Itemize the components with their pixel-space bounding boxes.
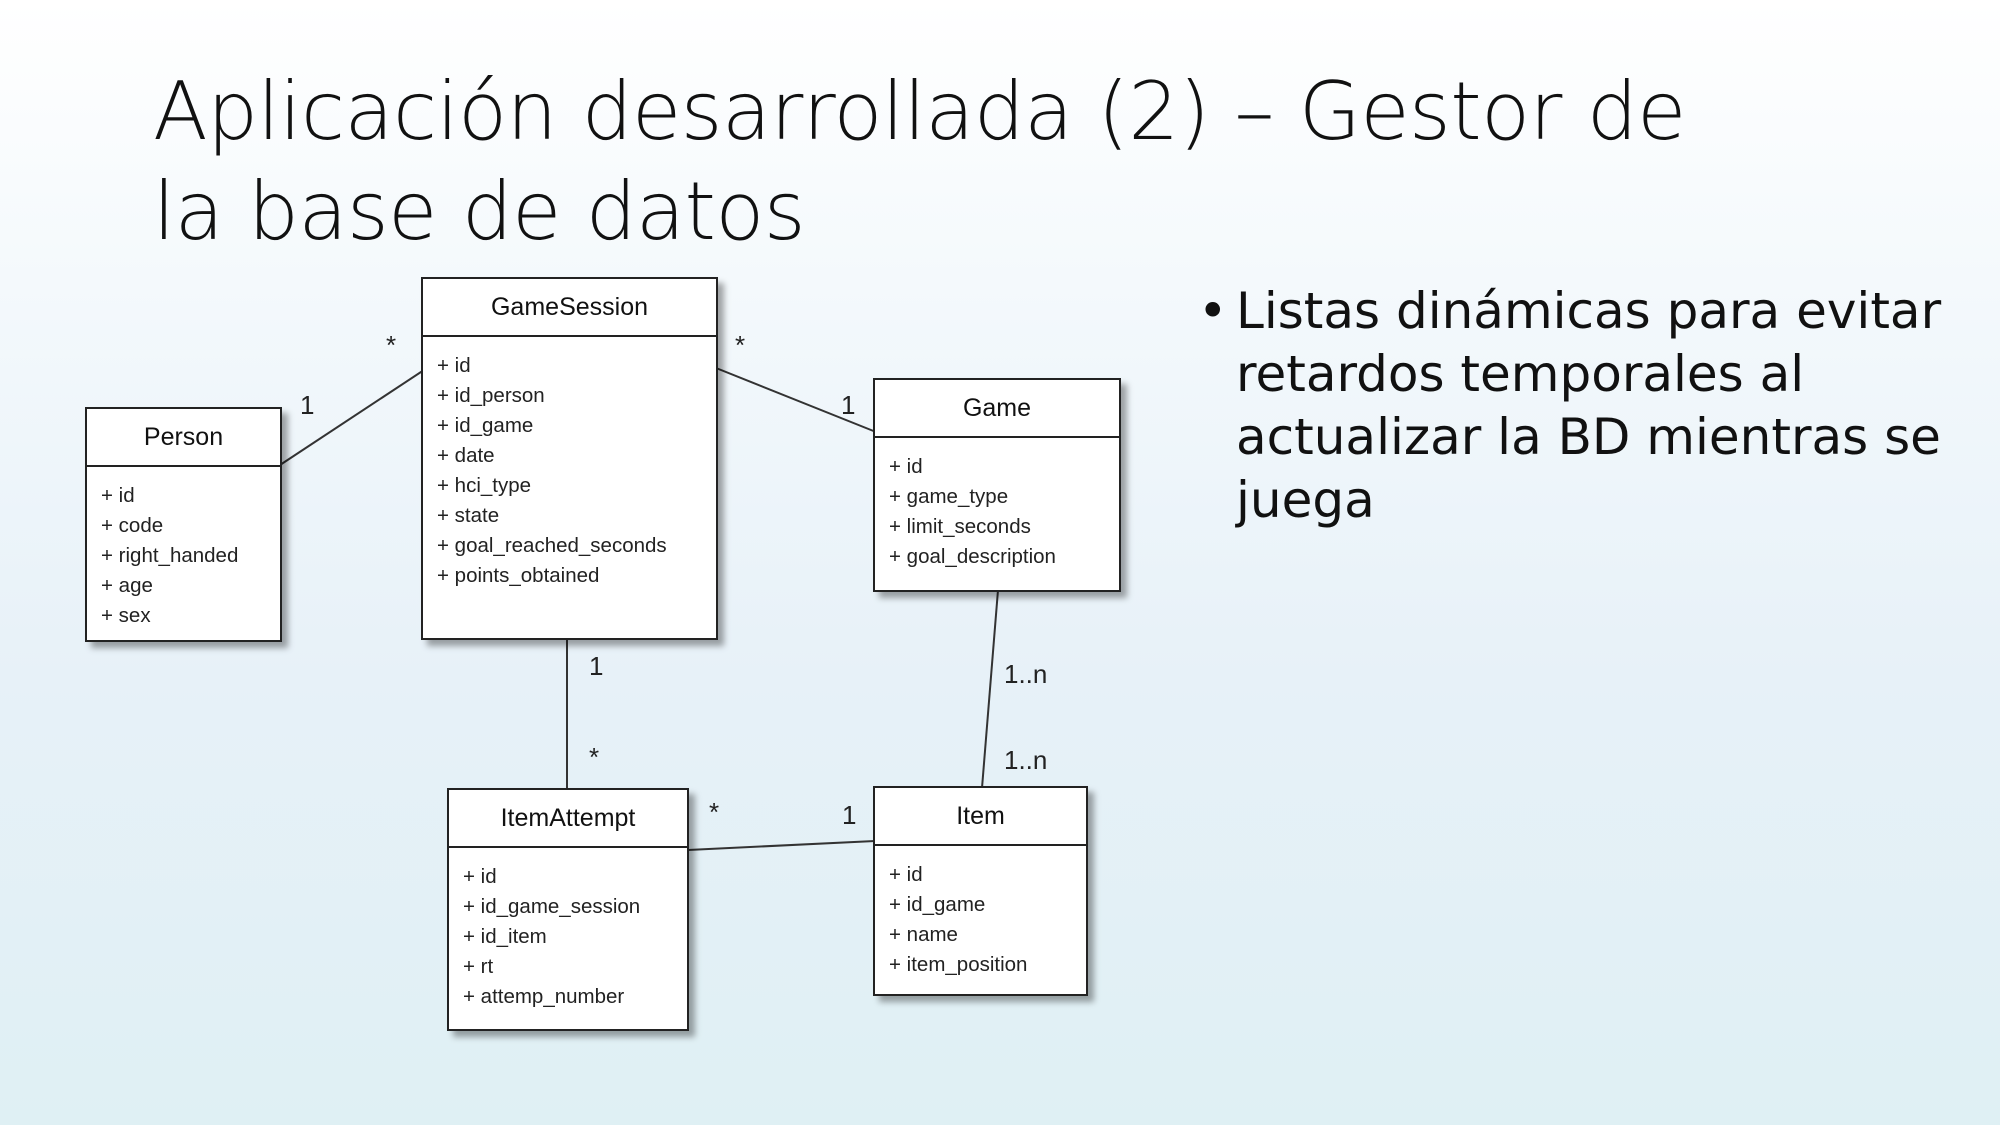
- multiplicity-gamesession-1-bottom: 1: [589, 651, 604, 681]
- multiplicity-person-1: 1: [300, 390, 315, 420]
- relation-line-person-gamesession: [279, 369, 425, 466]
- bullet-list: Listas dinámicas para evitar retardos te…: [1198, 280, 1958, 532]
- attribute: + state: [437, 504, 500, 527]
- attribute: + right_handed: [101, 544, 239, 567]
- entity-title: Game: [875, 380, 1119, 438]
- multiplicity-gamesession-star-right: *: [735, 330, 746, 360]
- attribute: + id_item: [463, 925, 547, 948]
- attribute: + limit_seconds: [889, 515, 1031, 538]
- entity-title: GameSession: [423, 279, 716, 337]
- attribute: + goal_reached_seconds: [437, 534, 667, 557]
- entity-title: Item: [875, 788, 1086, 846]
- multiplicity-item-1-left: 1: [842, 800, 857, 830]
- multiplicity-gamesession-star-left: *: [386, 330, 397, 360]
- attribute: + date: [437, 444, 495, 467]
- multiplicity-game-1n: 1..n: [1004, 659, 1048, 689]
- attribute: + id: [463, 865, 497, 888]
- attribute: + points_obtained: [437, 564, 600, 587]
- attribute: + id: [437, 354, 471, 377]
- attribute: + id_game_session: [463, 895, 641, 918]
- attribute: + sex: [101, 604, 151, 627]
- multiplicity-item-1n: 1..n: [1004, 745, 1048, 775]
- entity-itemattempt: ItemAttempt + id + id_game_session + id_…: [447, 788, 689, 1031]
- multiplicity-game-1: 1: [841, 390, 856, 420]
- attribute: + goal_description: [889, 545, 1056, 568]
- entity-gamesession: GameSession + id + id_person + id_game +…: [421, 277, 718, 640]
- entity-title: ItemAttempt: [449, 790, 687, 848]
- attribute: + hci_type: [437, 474, 532, 497]
- attribute: + item_position: [889, 953, 1028, 976]
- entity-item: Item + id + id_game + name + item_positi…: [873, 786, 1088, 996]
- entity-person: Person + id + code + right_handed + age …: [85, 407, 282, 642]
- bullet-item: Listas dinámicas para evitar retardos te…: [1198, 280, 1958, 532]
- relation-line-game-item: [981, 589, 999, 789]
- slide-title: Aplicación desarrollada (2) – Gestor de …: [153, 65, 1686, 258]
- attribute: + rt: [463, 955, 494, 978]
- attribute: + code: [101, 514, 164, 537]
- relation-line-gamesession-game: [715, 367, 877, 433]
- attribute: + id_person: [437, 384, 545, 407]
- attribute: + id_game: [889, 893, 986, 916]
- attribute: + attemp_number: [463, 985, 625, 1008]
- attribute: + id: [889, 863, 923, 886]
- relation-line-itemattempt-item: [687, 840, 876, 851]
- entity-title: Person: [87, 409, 280, 467]
- multiplicity-itemattempt-star-top: *: [589, 742, 600, 772]
- attribute: + id: [101, 484, 135, 507]
- multiplicity-itemattempt-star-right: *: [709, 797, 720, 827]
- entity-game: Game + id + game_type + limit_seconds + …: [873, 378, 1121, 592]
- attribute: + game_type: [889, 485, 1009, 508]
- attribute: + name: [889, 923, 958, 946]
- attribute: + id: [889, 455, 923, 478]
- attribute: + age: [101, 574, 153, 597]
- attribute: + id_game: [437, 414, 534, 437]
